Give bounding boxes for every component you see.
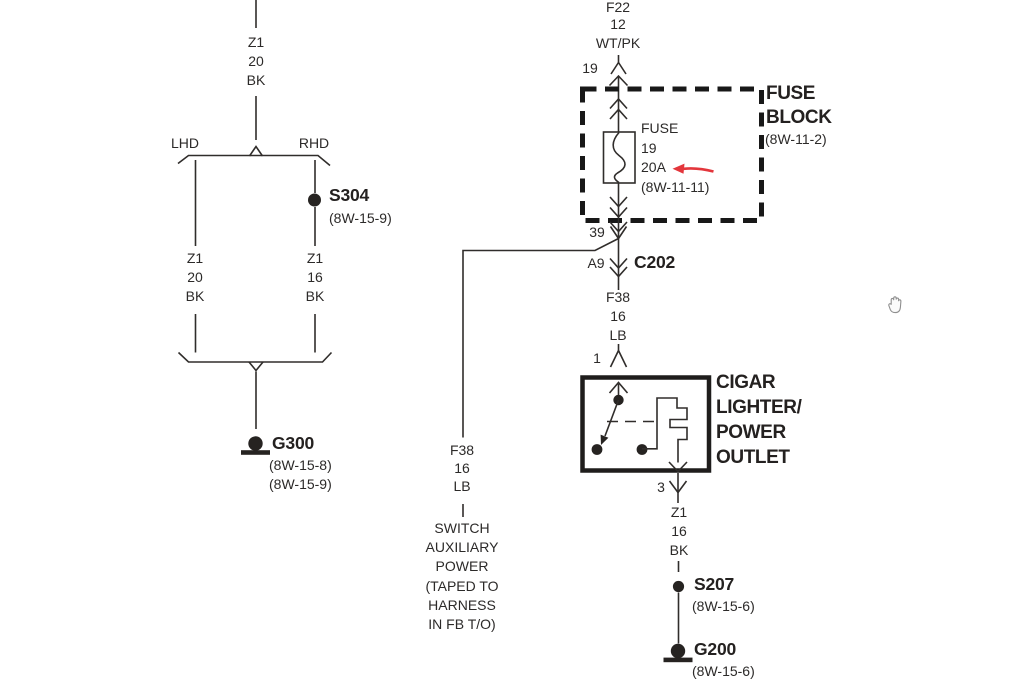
outlet-title-3: POWER bbox=[716, 422, 786, 443]
cigar-outlet-box bbox=[580, 375, 712, 473]
wire-label-color: BK bbox=[246, 72, 266, 88]
connector-fork-3 bbox=[668, 480, 688, 493]
switch-arm bbox=[604, 399, 620, 437]
wire-label-circuit: Z1 bbox=[306, 250, 324, 266]
aux-destination-line: POWER bbox=[435, 558, 489, 574]
wire-label-gauge: 20 bbox=[248, 53, 264, 69]
aux-destination-line: (TAPED TO bbox=[425, 578, 499, 594]
aux-destination-line: HARNESS bbox=[428, 597, 496, 613]
splice-s304-ref: (8W-15-9) bbox=[329, 210, 392, 226]
wire-label-color: LB bbox=[609, 327, 627, 343]
splice-s207-dot bbox=[672, 580, 685, 593]
aux-destination-line: SWITCH bbox=[434, 520, 490, 536]
splice-s207-ref: (8W-15-6) bbox=[692, 598, 755, 614]
switch-arm-arrowhead bbox=[600, 434, 609, 445]
wire-label-color: LB bbox=[453, 478, 471, 494]
aux-destination-line: IN FB T/O) bbox=[428, 616, 496, 632]
red-annotation-arrow bbox=[672, 163, 714, 174]
connector-fork-39 bbox=[609, 226, 628, 239]
brace-caret bbox=[248, 145, 264, 157]
f22-feed-wire bbox=[608, 55, 629, 132]
lhd-label: LHD bbox=[170, 135, 200, 151]
ground-g200-ref: (8W-15-6) bbox=[692, 663, 755, 679]
lighter-element-symbol bbox=[642, 397, 688, 463]
connector-chevron-19 bbox=[608, 74, 629, 87]
wire-label-gauge: 20 bbox=[187, 269, 203, 285]
pin-number-1: 1 bbox=[593, 350, 601, 366]
aux-destination-line: AUXILIARY bbox=[425, 539, 499, 555]
wire-label-circuit: F22 bbox=[605, 0, 631, 15]
splice-s304-label: S304 bbox=[329, 185, 370, 205]
connector-c202-chevrons bbox=[609, 257, 628, 278]
wire-label-circuit: Z1 bbox=[247, 34, 265, 50]
wire-label-color: BK bbox=[185, 288, 205, 304]
ground-g300-ref2: (8W-15-9) bbox=[269, 476, 332, 492]
join-brace-vee bbox=[248, 361, 264, 372]
pin-number-39: 39 bbox=[589, 224, 605, 240]
ground-g200-symbol bbox=[663, 643, 693, 663]
split-brace bbox=[177, 154, 331, 167]
wire-label-color: BK bbox=[669, 542, 689, 558]
wire-label-gauge: 16 bbox=[454, 460, 470, 476]
wire-label-gauge: 16 bbox=[610, 308, 626, 324]
switch-lower-contact bbox=[591, 444, 603, 455]
outlet-title-1: CIGAR bbox=[716, 372, 776, 393]
ground-g300-symbol bbox=[241, 436, 270, 455]
fuse-rating: 20A bbox=[641, 159, 666, 175]
f38-wire-to-outlet bbox=[609, 344, 628, 368]
ground-g200-label: G200 bbox=[694, 639, 737, 659]
ground-g300-label: G300 bbox=[272, 433, 315, 453]
rhd-label: RHD bbox=[298, 135, 330, 151]
wire-label-gauge: 12 bbox=[610, 16, 626, 32]
outlet-exit-chevron bbox=[668, 461, 688, 473]
wire-label-circuit: F38 bbox=[449, 442, 475, 458]
aux-branch-wire bbox=[462, 237, 619, 517]
hand-cursor bbox=[888, 296, 902, 314]
fuse-number: 19 bbox=[641, 140, 657, 156]
wire-label-circuit: Z1 bbox=[186, 250, 204, 266]
connector-pin-a9: A9 bbox=[587, 255, 605, 271]
outlet-title-2: LIGHTER/ bbox=[716, 397, 802, 418]
fuse-block-title-2: BLOCK bbox=[766, 107, 832, 128]
cigar-outlet-internals bbox=[591, 381, 688, 473]
fuse-block-title-1: FUSE bbox=[766, 83, 816, 104]
pin-number-3: 3 bbox=[657, 479, 665, 495]
fuse-block-ref: (8W-11-2) bbox=[765, 131, 827, 147]
fuse-symbol bbox=[602, 97, 636, 290]
wire-label-color: WT/PK bbox=[595, 35, 641, 51]
outlet-entry-chevron bbox=[608, 381, 629, 394]
wire-label-gauge: 16 bbox=[307, 269, 323, 285]
wire-label-circuit: Z1 bbox=[670, 504, 688, 520]
connector-c202-label: C202 bbox=[634, 252, 676, 272]
join-brace bbox=[177, 351, 333, 363]
z1-ground-run bbox=[668, 473, 688, 644]
wire-label-gauge: 16 bbox=[671, 523, 687, 539]
wire-label-color: BK bbox=[305, 288, 325, 304]
pin-number-19: 19 bbox=[582, 60, 598, 76]
connector-fork-19 bbox=[610, 62, 627, 75]
connector-fork-1 bbox=[609, 350, 628, 368]
fuse-label: FUSE bbox=[641, 120, 679, 136]
fuse-ref: (8W-11-11) bbox=[641, 179, 710, 195]
wire-label-circuit: F38 bbox=[605, 289, 631, 305]
outlet-title-4: OUTLET bbox=[716, 447, 790, 468]
splice-s207-label: S207 bbox=[694, 574, 735, 594]
splice-s304-dot bbox=[308, 193, 321, 207]
ground-g300-ref1: (8W-15-8) bbox=[269, 457, 332, 473]
left-ground-circuit-wires bbox=[177, 0, 333, 429]
